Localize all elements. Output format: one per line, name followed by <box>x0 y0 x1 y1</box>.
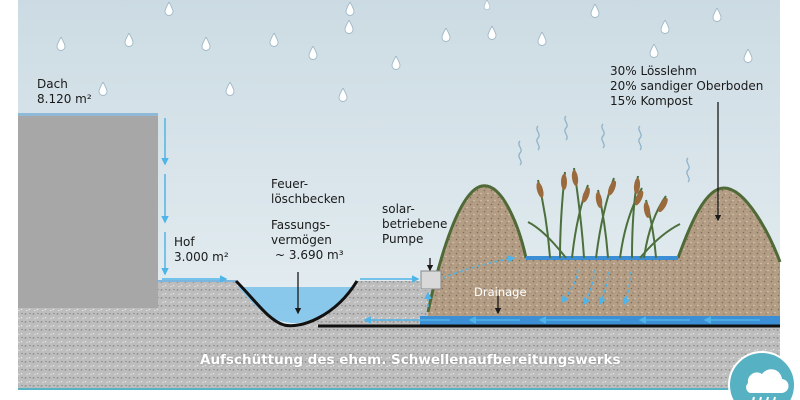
pump-label-line-1: solar- <box>382 202 415 216</box>
pond-volume-value: ~ 3.690 m³ <box>275 248 344 262</box>
substrate-line-2: 20% sandiger Oberboden <box>610 79 764 93</box>
pond-capacity-line-2: vermögen <box>271 233 332 247</box>
drainage-label: Drainage <box>474 285 527 299</box>
pump-label: solar- betriebene Pumpe <box>382 202 447 247</box>
pond-title-label: Feuer- löschbecken <box>271 177 345 207</box>
roof-label: Dach 8.120 m² <box>37 77 92 107</box>
substrate-label: 30% Lösslehm 20% sandiger Oberboden 15% … <box>610 64 763 109</box>
pond-title-line-2: löschbecken <box>271 192 346 206</box>
pump-label-line-3: Pumpe <box>382 232 424 246</box>
badge-graphic <box>746 369 789 400</box>
ground-fill <box>18 281 780 388</box>
substrate-line-1: 30% Lösslehm <box>610 64 697 78</box>
roof-label-name: Dach <box>37 77 68 91</box>
pond-capacity-label: Fassungs- vermögen ~ 3.690 m³ <box>271 218 344 263</box>
pump-label-line-2: betriebene <box>382 217 448 231</box>
evaporation-lines <box>518 115 690 183</box>
pond-capacity-line-1: Fassungs- <box>271 218 331 232</box>
label-pointers <box>294 102 722 315</box>
pond-title-line-1: Feuer- <box>271 177 309 191</box>
rain-cloud-icon <box>728 351 796 400</box>
building <box>18 113 158 311</box>
yard-label: Hof 3.000 m² <box>174 235 229 265</box>
substrate-line-3: 15% Kompost <box>610 94 693 108</box>
yard-label-area: 3.000 m² <box>174 250 229 264</box>
yard-label-name: Hof <box>174 235 195 249</box>
caption: Aufschüttung des ehem. Schwellenaufberei… <box>200 352 621 368</box>
roof-label-area: 8.120 m² <box>37 92 92 106</box>
wetland-surface <box>526 256 678 260</box>
flow-arrows <box>161 118 760 324</box>
solar-pump <box>420 270 442 290</box>
soil-mounds <box>428 185 780 316</box>
